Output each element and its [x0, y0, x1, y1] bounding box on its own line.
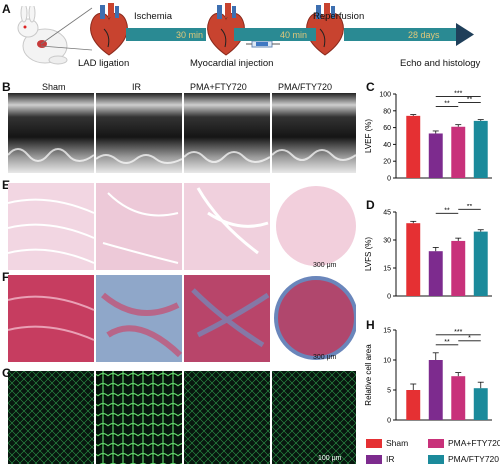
echo-sham [8, 93, 94, 173]
he-stain-strip [8, 183, 356, 270]
fluor-pma-plus [184, 371, 270, 464]
fluor-pma-slash [272, 371, 356, 464]
lad-ligation-label: LAD ligation [78, 58, 130, 69]
lvfs-ylabel: LVFS (%) [364, 237, 373, 271]
group-label-pma-plus: PMA+FTY720 [190, 82, 247, 92]
lvef-ytick-label-3: 60 [383, 125, 391, 132]
echo-image-strip [8, 93, 356, 173]
cellarea-ytick-label-2: 10 [383, 358, 391, 365]
cellarea-ytick-label-0: 0 [387, 418, 391, 425]
echo-histology-label: Echo and histology [400, 58, 481, 69]
echo-pma-plus [184, 93, 270, 173]
lvef-ytick-label-0: 0 [387, 176, 391, 183]
lvef-bar-1 [428, 133, 443, 178]
fluor-sham [8, 371, 94, 464]
lvfs-bar-2 [451, 240, 466, 296]
legend-swatch-ir [366, 455, 382, 464]
panel-label-g: G [2, 366, 12, 380]
masson-sham [8, 275, 94, 362]
cellarea-bar-3 [473, 388, 488, 420]
lvef-ytick-label-2: 40 [383, 142, 391, 149]
lvfs-ytick-label-2: 30 [383, 238, 391, 245]
lvfs-ytick-label-3: 45 [383, 210, 391, 217]
myocardial-injection-label: Myocardial injection [190, 58, 274, 69]
legend-swatch-pma-slash [428, 455, 444, 464]
legend: Sham PMA+FTY720 IR PMA/FTY720 [362, 436, 500, 468]
lvfs-bar-0 [406, 223, 421, 296]
lvef-ytick-label-4: 80 [383, 108, 391, 115]
panel-label-b: B [2, 80, 11, 94]
lvef-bar-0 [406, 115, 421, 178]
scalebar-g: 100 μm [318, 455, 342, 462]
he-ir [96, 183, 182, 270]
cellarea-bar-2 [451, 376, 466, 420]
heart-icon-ligation [90, 3, 128, 56]
panel-label-c: C [366, 80, 375, 94]
legend-swatch-pma-plus [428, 439, 444, 448]
time-40min: 40 min [280, 30, 308, 40]
lvef-sig-label-1: ** [444, 101, 450, 108]
timeline-arrow [126, 23, 474, 46]
cellarea-sig-label-0: *** [454, 329, 462, 336]
cellarea-sig-label-2: * [468, 335, 471, 342]
panel-label-a: A [2, 2, 11, 16]
panel-label-h: H [366, 318, 375, 332]
lvef-sig-label-2: ** [467, 97, 473, 104]
legend-label-pma-plus: PMA+FTY720 [448, 438, 500, 448]
masson-stain-strip [8, 275, 356, 362]
echo-ir [96, 93, 182, 173]
legend-label-ir: IR [386, 454, 395, 464]
group-label-ir: IR [132, 82, 141, 92]
cellarea-ylabel: Relative cell area [364, 344, 373, 406]
cellarea-bar-1 [428, 360, 443, 420]
panel-label-e: E [2, 178, 11, 192]
scalebar-f: 300 μm [313, 354, 337, 361]
group-label-pma-slash: PMA/FTY720 [278, 82, 333, 92]
scalebar-e: 300 μm [313, 262, 337, 269]
legend-label-sham: Sham [386, 438, 409, 448]
cellarea-ytick-label-1: 5 [387, 388, 391, 395]
lvfs-ytick-label-0: 0 [387, 294, 391, 301]
lvfs-bar-1 [428, 251, 443, 296]
lvef-ylabel: LVEF (%) [364, 119, 373, 153]
legend-label-pma-slash: PMA/FTY720 [448, 454, 500, 464]
lvfs-ytick-label-1: 15 [383, 266, 391, 273]
lvef-ytick-label-5: 100 [379, 92, 391, 99]
reperfusion-label: Reperfusion [313, 11, 365, 22]
zoom-lines [40, 7, 93, 51]
lvfs-bar-3 [473, 231, 488, 296]
fluorescence-strip [8, 371, 356, 464]
lvef-bar-2 [451, 126, 466, 178]
legend-swatch-sham [366, 439, 382, 448]
panel-label-f: F [2, 270, 10, 284]
lvef-bar-3 [473, 120, 488, 178]
lvef-sig-label-0: *** [454, 91, 462, 98]
time-30min: 30 min [176, 30, 204, 40]
cellarea-ytick-label-3: 15 [383, 328, 391, 335]
lvfs-sig-label-1: ** [444, 207, 450, 214]
cellarea-sig-label-1: ** [444, 339, 450, 346]
heart-icon-injection [207, 3, 245, 56]
lvef-ytick-label-1: 20 [383, 159, 391, 166]
cellarea-bar-0 [406, 390, 421, 420]
ischemia-label: Ischemia [134, 11, 173, 22]
fluor-ir [96, 371, 182, 464]
panel-label-d: D [366, 198, 375, 212]
time-28days: 28 days [408, 30, 440, 40]
lvfs-sig-label-2: ** [467, 204, 473, 210]
group-label-sham: Sham [42, 82, 66, 92]
